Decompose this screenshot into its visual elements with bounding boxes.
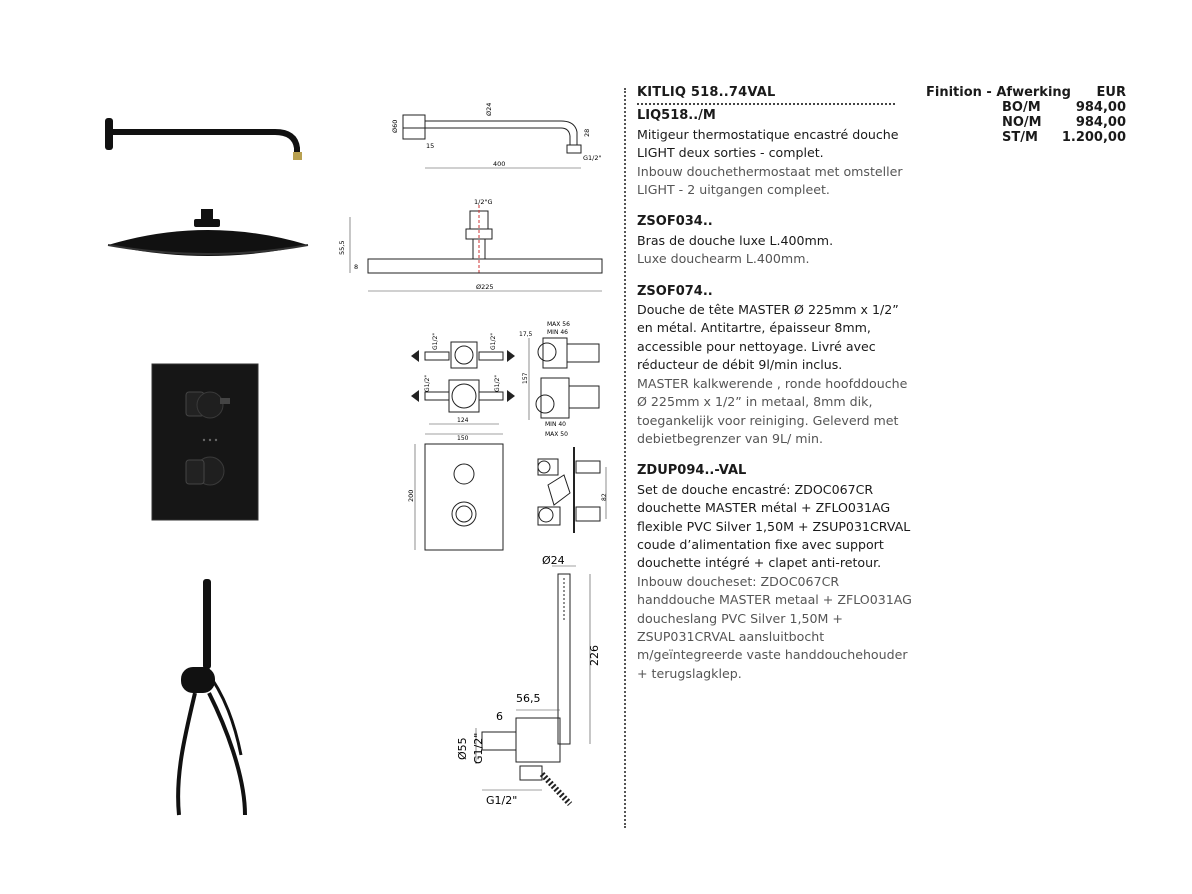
product-desc-nl: Luxe douchearm L.400mm. bbox=[637, 251, 810, 267]
handshower-d55: Ø55 bbox=[456, 737, 469, 760]
plate-h200: 200 bbox=[407, 490, 415, 502]
product-block-zsof074: ZSOF074.. Douche de tête MASTER Ø 225mm … bbox=[637, 283, 912, 449]
valve-w150: 150 bbox=[457, 435, 469, 442]
valve-side-drawing: 17,5 MAX 56 MIN 46 157 MIN 40 MAX 50 bbox=[519, 321, 600, 438]
head-diam-label: Ø225 bbox=[476, 283, 494, 291]
valve-h157: 157 bbox=[522, 372, 529, 384]
handshower-w565: 56,5 bbox=[516, 692, 541, 705]
price-value: 984,00 bbox=[1075, 100, 1126, 115]
product-block-zdup094: ZDUP094..-VAL Set de douche encastré: ZD… bbox=[637, 462, 912, 683]
valve-w124: 124 bbox=[457, 417, 469, 424]
handshower-drawing: Ø24 226 56,5 6 Ø55 G1/2" G1/2" bbox=[456, 554, 601, 807]
product-block-zsof034: ZSOF034.. Bras de douche luxe L.400mm. L… bbox=[637, 213, 912, 268]
kit-code: KITLIQ 518..74VAL bbox=[637, 84, 895, 106]
product-block-liq518: LIQ518../M Mitigeur thermostatique encas… bbox=[637, 107, 912, 199]
valve-g-left-bot: G1/2" bbox=[424, 375, 431, 392]
hand-shower-photo bbox=[176, 579, 247, 816]
shower-arm-photo bbox=[105, 118, 302, 160]
valve-min40: MIN 40 bbox=[545, 421, 566, 428]
arm-d24-label: Ø24 bbox=[485, 103, 493, 116]
product-desc-nl: Inbouw doucheset: ZDOC067CR handdouche M… bbox=[637, 573, 912, 681]
plate-front-drawing: 200 bbox=[407, 443, 504, 551]
handshower-h226: 226 bbox=[588, 645, 601, 666]
valve-g-right-bot: G1/2" bbox=[494, 375, 501, 392]
handshower-g-side: G1/2" bbox=[472, 733, 485, 764]
valve-g-left-top: G1/2" bbox=[432, 333, 439, 350]
product-code: LIQ518../M bbox=[637, 108, 716, 124]
product-desc-nl: MASTER kalkwerende , ronde hoofddouche Ø… bbox=[637, 375, 908, 446]
arm-drawing: 400 Ø60 Ø24 15 28 G1/2" bbox=[391, 103, 602, 169]
head-thick-label: 8 bbox=[354, 263, 358, 271]
head-shower-photo bbox=[107, 209, 309, 256]
handshower-six: 6 bbox=[496, 710, 503, 723]
price-row: NO/M 984,00 bbox=[926, 115, 1126, 130]
handshower-g-bottom: G1/2" bbox=[486, 794, 517, 807]
price-row: BO/M 984,00 bbox=[926, 100, 1126, 115]
plate-side-drawing: 82 bbox=[537, 447, 608, 533]
finish-header: Finition - Afwerking bbox=[926, 85, 1071, 100]
arm-d60-label: Ø60 bbox=[391, 120, 399, 133]
product-code: ZDUP094..-VAL bbox=[637, 463, 747, 479]
product-code: ZSOF074.. bbox=[637, 283, 713, 299]
valve-d175: 17,5 bbox=[519, 331, 533, 338]
head-thread-label: 1/2"G bbox=[474, 198, 493, 206]
arm-thread-label: G1/2" bbox=[583, 154, 602, 162]
price-row: ST/M 1.200,00 bbox=[926, 130, 1126, 145]
product-desc-nl: Inbouw douchethermostaat met omsteller L… bbox=[637, 163, 903, 198]
handshower-d24: Ø24 bbox=[542, 554, 565, 567]
plate-h82: 82 bbox=[601, 493, 608, 501]
product-desc-fr: Bras de douche luxe L.400mm. bbox=[637, 232, 834, 248]
product-code: ZSOF034.. bbox=[637, 214, 713, 230]
product-desc-fr: Set de douche encastré: ZDOC067CR douche… bbox=[637, 481, 911, 571]
price-table: Finition - Afwerking EUR BO/M 984,00 NO/… bbox=[926, 85, 1126, 145]
price-value: 984,00 bbox=[1075, 115, 1126, 130]
arm-h15-label: 15 bbox=[426, 142, 434, 150]
head-drawing: 1/2"G 55,5 8 Ø225 bbox=[338, 198, 603, 292]
currency-header: EUR bbox=[1096, 85, 1126, 100]
price-table-header: Finition - Afwerking EUR bbox=[926, 85, 1126, 100]
head-height-label: 55,5 bbox=[338, 241, 346, 255]
valve-g-right-top: G1/2" bbox=[490, 333, 497, 350]
thermostat-photo bbox=[151, 363, 259, 521]
product-description-column: KITLIQ 518..74VAL LIQ518../M Mitigeur th… bbox=[637, 84, 912, 683]
valve-max56: MAX 56 bbox=[547, 321, 570, 328]
price-value: 1.200,00 bbox=[1061, 130, 1126, 145]
valve-max50: MAX 50 bbox=[545, 431, 568, 438]
finish-code: BO/M bbox=[1002, 100, 1041, 115]
arm-length-label: 400 bbox=[493, 160, 505, 168]
valve-min46: MIN 46 bbox=[547, 329, 568, 336]
finish-code: NO/M bbox=[1002, 115, 1042, 130]
valve-body-drawing: G1/2" G1/2" G1/2" G1/2" 124 150 bbox=[411, 333, 515, 442]
arm-h28-label: 28 bbox=[583, 129, 591, 137]
product-desc-fr: Mitigeur thermostatique encastré douche … bbox=[637, 126, 899, 161]
column-divider bbox=[624, 88, 626, 828]
product-desc-fr: Douche de tête MASTER Ø 225mm x 1/2” en … bbox=[637, 302, 899, 373]
finish-code: ST/M bbox=[1002, 130, 1038, 145]
